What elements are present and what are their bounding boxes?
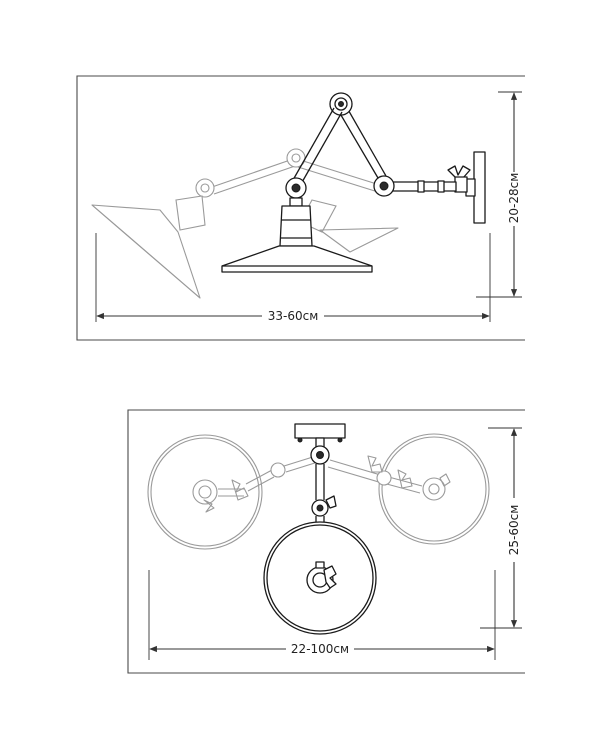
top-width-dimension: 33-60см [95,233,491,323]
top-frame [76,75,525,341]
top-wall-lamp [221,92,486,273]
top-height-label: 20-28см [507,173,521,224]
lamp-shade [221,245,373,273]
bottom-height-dimension: 25-60см [480,427,522,629]
bottom-width-dimension: 22-100см [148,570,496,660]
lamp-socket [279,205,313,247]
top-width-label: 33-60см [268,309,319,323]
ceiling-plate [294,423,346,439]
bottom-height-label: 25-60см [507,505,521,556]
bottom-width-label: 22-100см [291,642,349,656]
bottom-ceiling-lamp [263,423,377,635]
bottom-ghost-left-lamp [147,434,319,550]
top-ghost-lamp [91,148,399,299]
bottom-frame [127,409,525,674]
top-height-dimension: 20-28см [476,91,522,298]
bottom-diagram: 22-100см 25-60см [127,409,525,674]
top-diagram: 33-60см 20-28см [76,75,525,341]
wing-nut [447,165,471,179]
bottom-ghost-right-lamp [327,433,490,545]
